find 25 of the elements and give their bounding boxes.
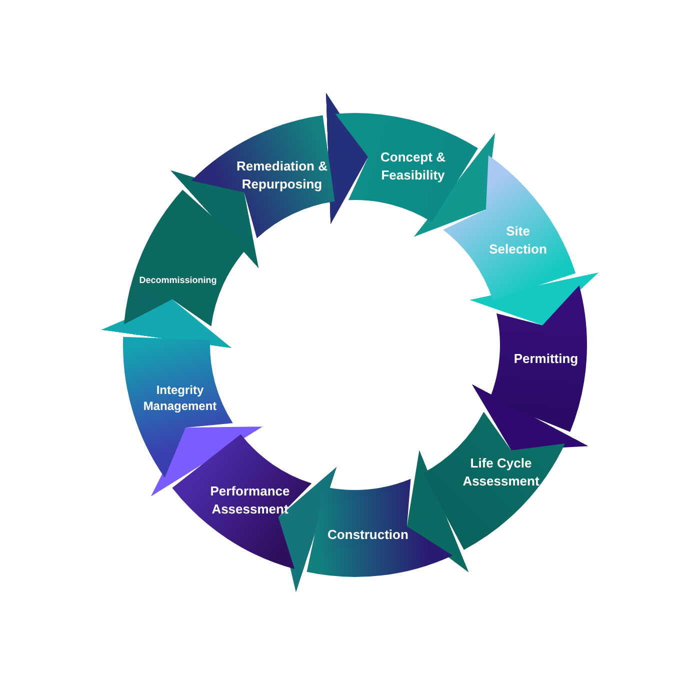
stage-label: Site Selection [488, 222, 548, 258]
stage-label: Remediation & Repurposing [235, 157, 328, 193]
stage-label: Decommissioning [138, 274, 218, 286]
cycle-arrow [470, 272, 599, 326]
cycle-arrow [472, 384, 588, 451]
cycle-stage-segment [335, 113, 478, 222]
cycle-stage-segment [306, 478, 453, 577]
stage-label: Concept & Feasibility [380, 148, 446, 184]
cycle-arrow [326, 92, 369, 224]
cycle-arrow [150, 426, 263, 497]
cycle-arrow [101, 298, 232, 348]
cycle-arrow [278, 466, 337, 592]
stage-label: Construction [326, 526, 410, 544]
stage-label: Permitting [512, 350, 580, 368]
cycle-stage-segment [123, 336, 233, 478]
stage-label: Life Cycle Assessment [462, 454, 540, 490]
cycle-stage-segment [489, 285, 587, 432]
cycle-arrow [406, 450, 469, 572]
stage-label: Integrity Management [142, 382, 218, 414]
cycle-stage-segment [191, 115, 335, 238]
cycle-arrow [414, 132, 496, 237]
cycle-stage-segment [423, 412, 566, 550]
cycle-stage-segment [172, 434, 312, 569]
stage-label: Performance Assessment [209, 482, 291, 518]
cycle-arrow [170, 170, 259, 268]
